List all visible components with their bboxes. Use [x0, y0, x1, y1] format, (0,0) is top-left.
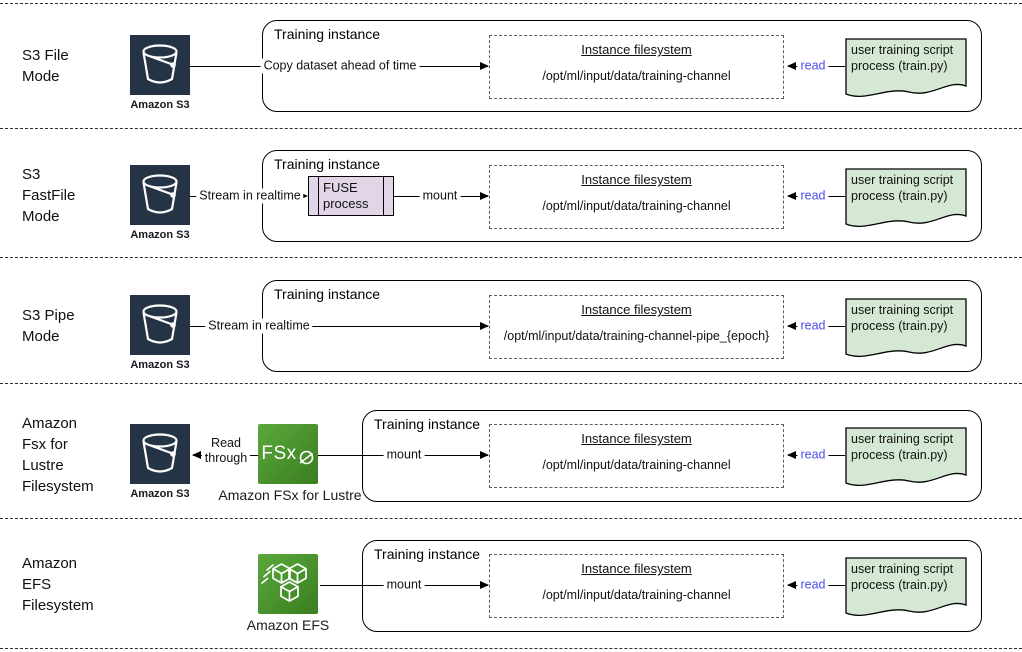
instance-filesystem-title: Instance filesystem — [581, 302, 692, 317]
read-label: read — [797, 447, 829, 463]
separator-line — [0, 518, 1022, 519]
training-instance-title: Training instance — [374, 416, 481, 432]
instance-filesystem-box: Instance filesystem /opt/ml/input/data/t… — [489, 35, 784, 99]
script-document-text: user training script process (train.py) — [851, 303, 954, 333]
arrowhead-left — [192, 450, 201, 459]
separator-line — [0, 128, 1022, 129]
filesystem-path: /opt/ml/input/data/training-channel — [542, 588, 731, 602]
amazon-s3-caption: Amazon S3 — [130, 99, 190, 111]
script-document-text: user training script process (train.py) — [851, 562, 954, 592]
read-label: read — [797, 58, 829, 74]
amazon-s3-caption: Amazon S3 — [130, 359, 190, 371]
efs-cubes-icon — [258, 554, 318, 614]
connector-line — [190, 326, 488, 327]
arrowhead-left — [787, 321, 796, 330]
arrowhead-left — [787, 61, 796, 70]
row-label-efs: Amazon EFS Filesystem — [22, 555, 94, 614]
amazon-fsx-icon: FSx — [258, 424, 318, 484]
amazon-s3-icon — [130, 35, 190, 95]
amazon-s3-icon — [130, 424, 190, 484]
transfer-label: Stream in realtime — [205, 318, 313, 334]
lustre-swirl-icon — [299, 450, 313, 464]
instance-filesystem-box: Instance filesystem /opt/ml/input/data/t… — [489, 295, 784, 359]
row-label-s3-fastfile-mode: S3 FastFile Mode — [22, 166, 76, 225]
instance-filesystem-title: Instance filesystem — [581, 561, 692, 576]
arrowhead-right — [480, 191, 489, 200]
arrowhead-left — [787, 450, 796, 459]
row-label-s3-pipe-mode: S3 Pipe Mode — [22, 307, 75, 345]
instance-filesystem-box: Instance filesystem /opt/ml/input/data/t… — [489, 165, 784, 229]
instance-filesystem-title: Instance filesystem — [581, 172, 692, 187]
instance-filesystem-box: Instance filesystem /opt/ml/input/data/t… — [489, 424, 784, 488]
amazon-s3-caption: Amazon S3 — [130, 229, 190, 241]
training-instance-title: Training instance — [274, 156, 381, 172]
row-label-s3-file-mode: S3 File Mode — [22, 47, 69, 85]
separator-line — [0, 3, 1022, 4]
amazon-efs-caption: Amazon EFS — [246, 617, 330, 633]
amazon-s3-caption: Amazon S3 — [130, 488, 190, 500]
mount-label: mount — [383, 577, 425, 593]
training-instance-title: Training instance — [274, 286, 381, 302]
read-through-label: Read through — [201, 436, 251, 466]
arrowhead-right — [480, 580, 489, 589]
arrowhead-left — [787, 191, 796, 200]
script-document-text: user training script process (train.py) — [851, 173, 954, 203]
separator-line — [0, 257, 1022, 258]
row-label-fsx-lustre: Amazon Fsx for Lustre Filesystem — [22, 415, 94, 495]
separator-line — [0, 383, 1022, 384]
transfer-label: Stream in realtime — [196, 188, 304, 204]
filesystem-path: /opt/ml/input/data/training-channel — [542, 69, 731, 83]
transfer-label: Copy dataset ahead of time — [260, 58, 420, 74]
read-label: read — [797, 188, 829, 204]
amazon-s3-icon — [130, 165, 190, 225]
mount-label: mount — [383, 447, 425, 463]
fsx-icon-text: FSx — [261, 443, 297, 464]
instance-filesystem-title: Instance filesystem — [581, 431, 692, 446]
mount-label: mount — [419, 188, 461, 204]
amazon-efs-icon — [258, 554, 318, 614]
instance-filesystem-box: Instance filesystem /opt/ml/input/data/t… — [489, 554, 784, 618]
training-instance-title: Training instance — [374, 546, 481, 562]
script-document-text: user training script process (train.py) — [851, 432, 954, 462]
script-document-text: user training script process (train.py) — [851, 43, 954, 73]
filesystem-path: /opt/ml/input/data/training-channel — [542, 199, 731, 213]
filesystem-path: /opt/ml/input/data/training-channel-pipe… — [503, 329, 770, 343]
fuse-process-box: FUSE process — [308, 176, 394, 216]
read-label: read — [797, 318, 829, 334]
amazon-s3-icon — [130, 295, 190, 355]
filesystem-path: /opt/ml/input/data/training-channel — [542, 458, 731, 472]
arrowhead-right — [480, 450, 489, 459]
arrowhead-right — [480, 321, 489, 330]
amazon-fsx-caption: Amazon FSx for Lustre — [218, 487, 362, 503]
arrowhead-right — [480, 61, 489, 70]
read-label: read — [797, 577, 829, 593]
fuse-process-label: FUSE process — [323, 180, 369, 211]
instance-filesystem-title: Instance filesystem — [581, 42, 692, 57]
separator-line — [0, 648, 1022, 649]
training-instance-title: Training instance — [274, 26, 381, 42]
arrowhead-left — [787, 580, 796, 589]
